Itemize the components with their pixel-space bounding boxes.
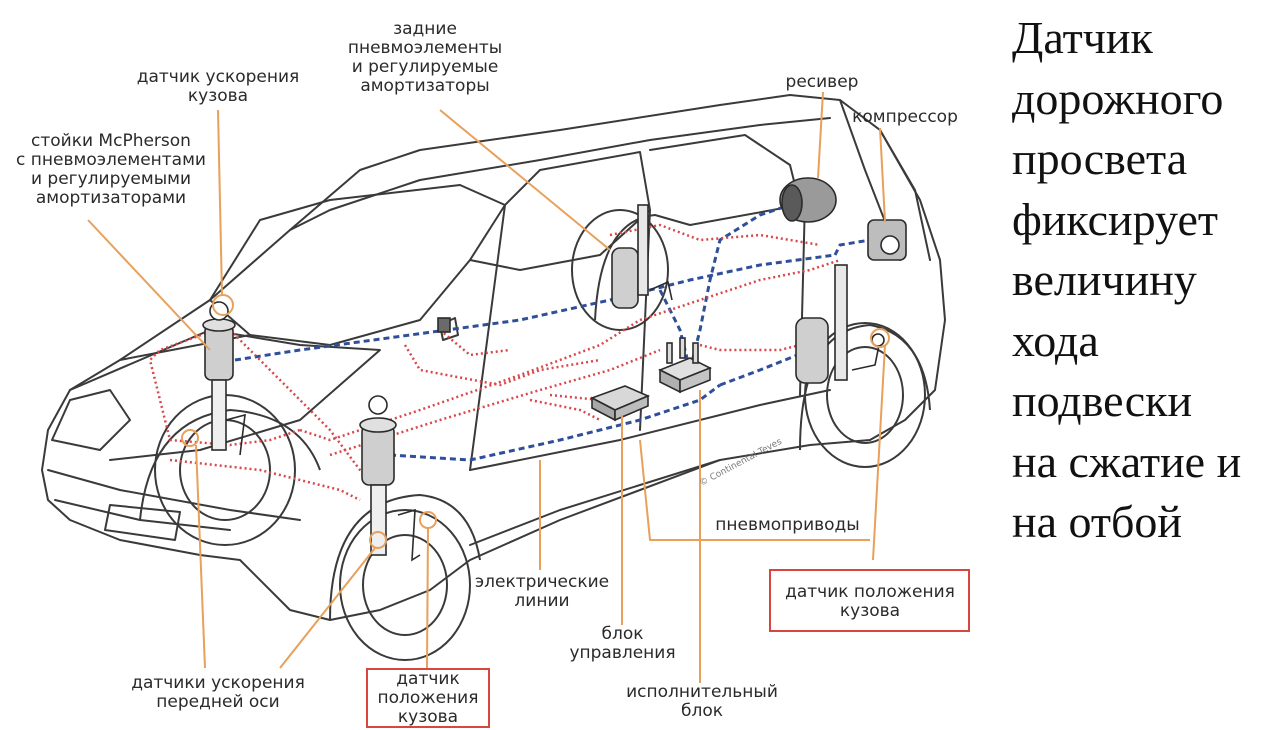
components xyxy=(181,177,907,562)
label-electrical-lines: электрические линии xyxy=(474,572,610,611)
highlight-box-right xyxy=(769,569,970,632)
body-accel-sensor xyxy=(212,294,234,316)
front-axle-accel-sensor-left xyxy=(181,429,199,447)
label-front-axle-accel-sensors: датчики ускорения передней оси xyxy=(131,673,305,712)
label-body-position-sensor-front: датчик положения кузова xyxy=(377,669,479,727)
label-control-unit: блок управления xyxy=(569,624,676,663)
compressor-unit xyxy=(867,219,907,261)
rear-right-air-spring xyxy=(795,264,885,384)
highlight-box-front xyxy=(366,668,490,728)
label-body-position-sensor-right: датчик положения кузова xyxy=(785,582,955,621)
wheels xyxy=(139,209,931,661)
pneumatic-lines xyxy=(234,203,871,462)
rear-left-air-spring xyxy=(611,204,673,309)
label-rear-air-springs: задние пневмоэлементы и регулируемые амо… xyxy=(347,19,503,96)
label-receiver: ресивер xyxy=(785,72,859,92)
front-right-strut xyxy=(359,395,421,562)
cabin-sensor xyxy=(437,317,451,333)
label-compressor: компрессор xyxy=(852,107,958,127)
label-mcpherson-struts: стойки McPherson с пневмоэлементами и ре… xyxy=(16,131,206,208)
label-actuator-unit: исполнительный блок xyxy=(626,682,778,721)
control-unit-box xyxy=(590,385,651,422)
label-body-accel-sensor: датчик ускорения кузова xyxy=(136,67,300,106)
air-suspension-diagram xyxy=(41,91,946,683)
front-left-strut xyxy=(202,301,246,456)
rear-body-position-sensor xyxy=(870,328,890,348)
receiver-tank xyxy=(779,177,837,223)
label-pneumatic-drives: пневмоприводы xyxy=(715,515,860,535)
actuator-valve-block xyxy=(658,337,712,394)
explanatory-text: Датчик дорожного просвета фиксирует вели… xyxy=(1012,12,1242,547)
leader-lines xyxy=(87,91,886,683)
front-axle-accel-sensor-right xyxy=(369,531,387,549)
